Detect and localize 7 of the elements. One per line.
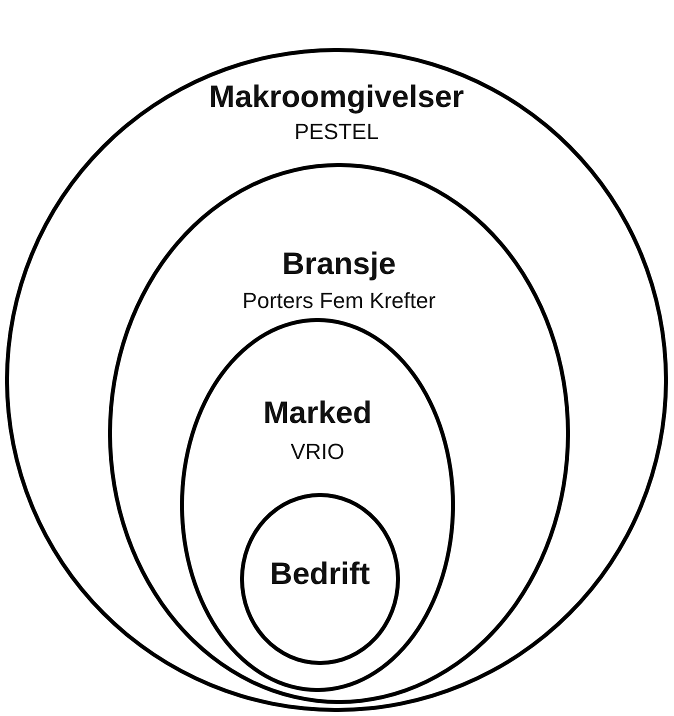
scope-subtitle: VRIO [290, 440, 344, 464]
scope-title: Makroomgivelser [209, 80, 464, 114]
scope-subtitle: Porters Fem Krefter [242, 289, 436, 314]
scope-title: Marked [263, 396, 372, 430]
scope-title: Bedrift [270, 557, 370, 592]
scope-subtitle: PESTEL [294, 120, 379, 144]
scope-title: Bransje [282, 247, 396, 282]
